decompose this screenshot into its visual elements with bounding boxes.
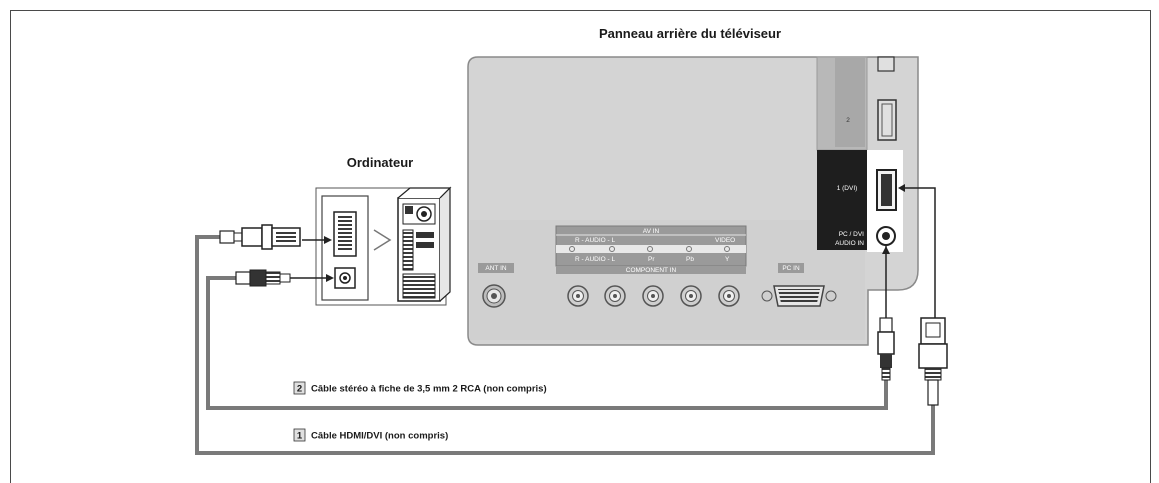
audio-plug	[879, 317, 893, 333]
pc-dvi-audio-block	[817, 228, 867, 250]
cable-2-caption: 2 Câble stéréo à fiche de 3,5 mm 2 RCA (…	[293, 381, 547, 395]
hdmi-1-label: 1 (DVI)	[837, 185, 858, 192]
tv-panel-title: Panneau arrière du téléviseur	[599, 26, 781, 41]
computer-title: Ordinateur	[347, 155, 413, 170]
comp-pr-label: Pr	[648, 256, 655, 263]
stereo-audio-cable	[206, 245, 895, 410]
ant-in-connector	[482, 284, 506, 308]
hdmi-2-label: 2	[846, 117, 850, 124]
comp-pb-label: Pb	[686, 256, 694, 263]
computer-illustration	[315, 186, 452, 306]
tv-rear-panel: 2 1 (DVI) PC / DVI AUDIO IN AV IN R - AU…	[467, 56, 919, 346]
ant-in-label: ANT IN	[485, 265, 506, 272]
av-in-label: AV IN	[643, 228, 660, 235]
pc-in-vga-port	[761, 285, 837, 307]
comp-y-label: Y	[725, 256, 730, 263]
pc-dvi-label-line1: PC / DVI	[839, 231, 864, 238]
video-label: VIDEO	[715, 237, 735, 244]
hdmi-3-port	[877, 56, 895, 72]
rca-jack-3	[642, 285, 664, 307]
pc-dvi-label-line2: AUDIO IN	[835, 240, 864, 247]
cable-1-caption: 1 Câble HDMI/DVI (non compris)	[293, 428, 448, 442]
cable-1-label: Câble HDMI/DVI (non compris)	[311, 431, 448, 442]
diagram-frame	[10, 10, 1151, 483]
cable-1-number: 1	[297, 431, 303, 442]
hdmi-plug	[920, 317, 946, 345]
hdmi-1-block	[817, 150, 867, 228]
cable-2-label: Câble stéréo à fiche de 3,5 mm 2 RCA (no…	[311, 384, 547, 395]
rca-jack-5	[718, 285, 740, 307]
cable-2-number: 2	[297, 384, 302, 395]
rca-jack-4	[680, 285, 702, 307]
hdmi-dvi-cable	[195, 184, 948, 455]
audio-row1-label: R - AUDIO - L	[575, 237, 615, 244]
hdmi-2-port	[877, 99, 897, 141]
rca-jack-1	[567, 285, 589, 307]
pc-in-label: PC IN	[782, 265, 800, 272]
component-in-label: COMPONENT IN	[626, 267, 677, 274]
audio-row2-label: R - AUDIO - L	[575, 256, 615, 263]
rca-jack-2	[604, 285, 626, 307]
